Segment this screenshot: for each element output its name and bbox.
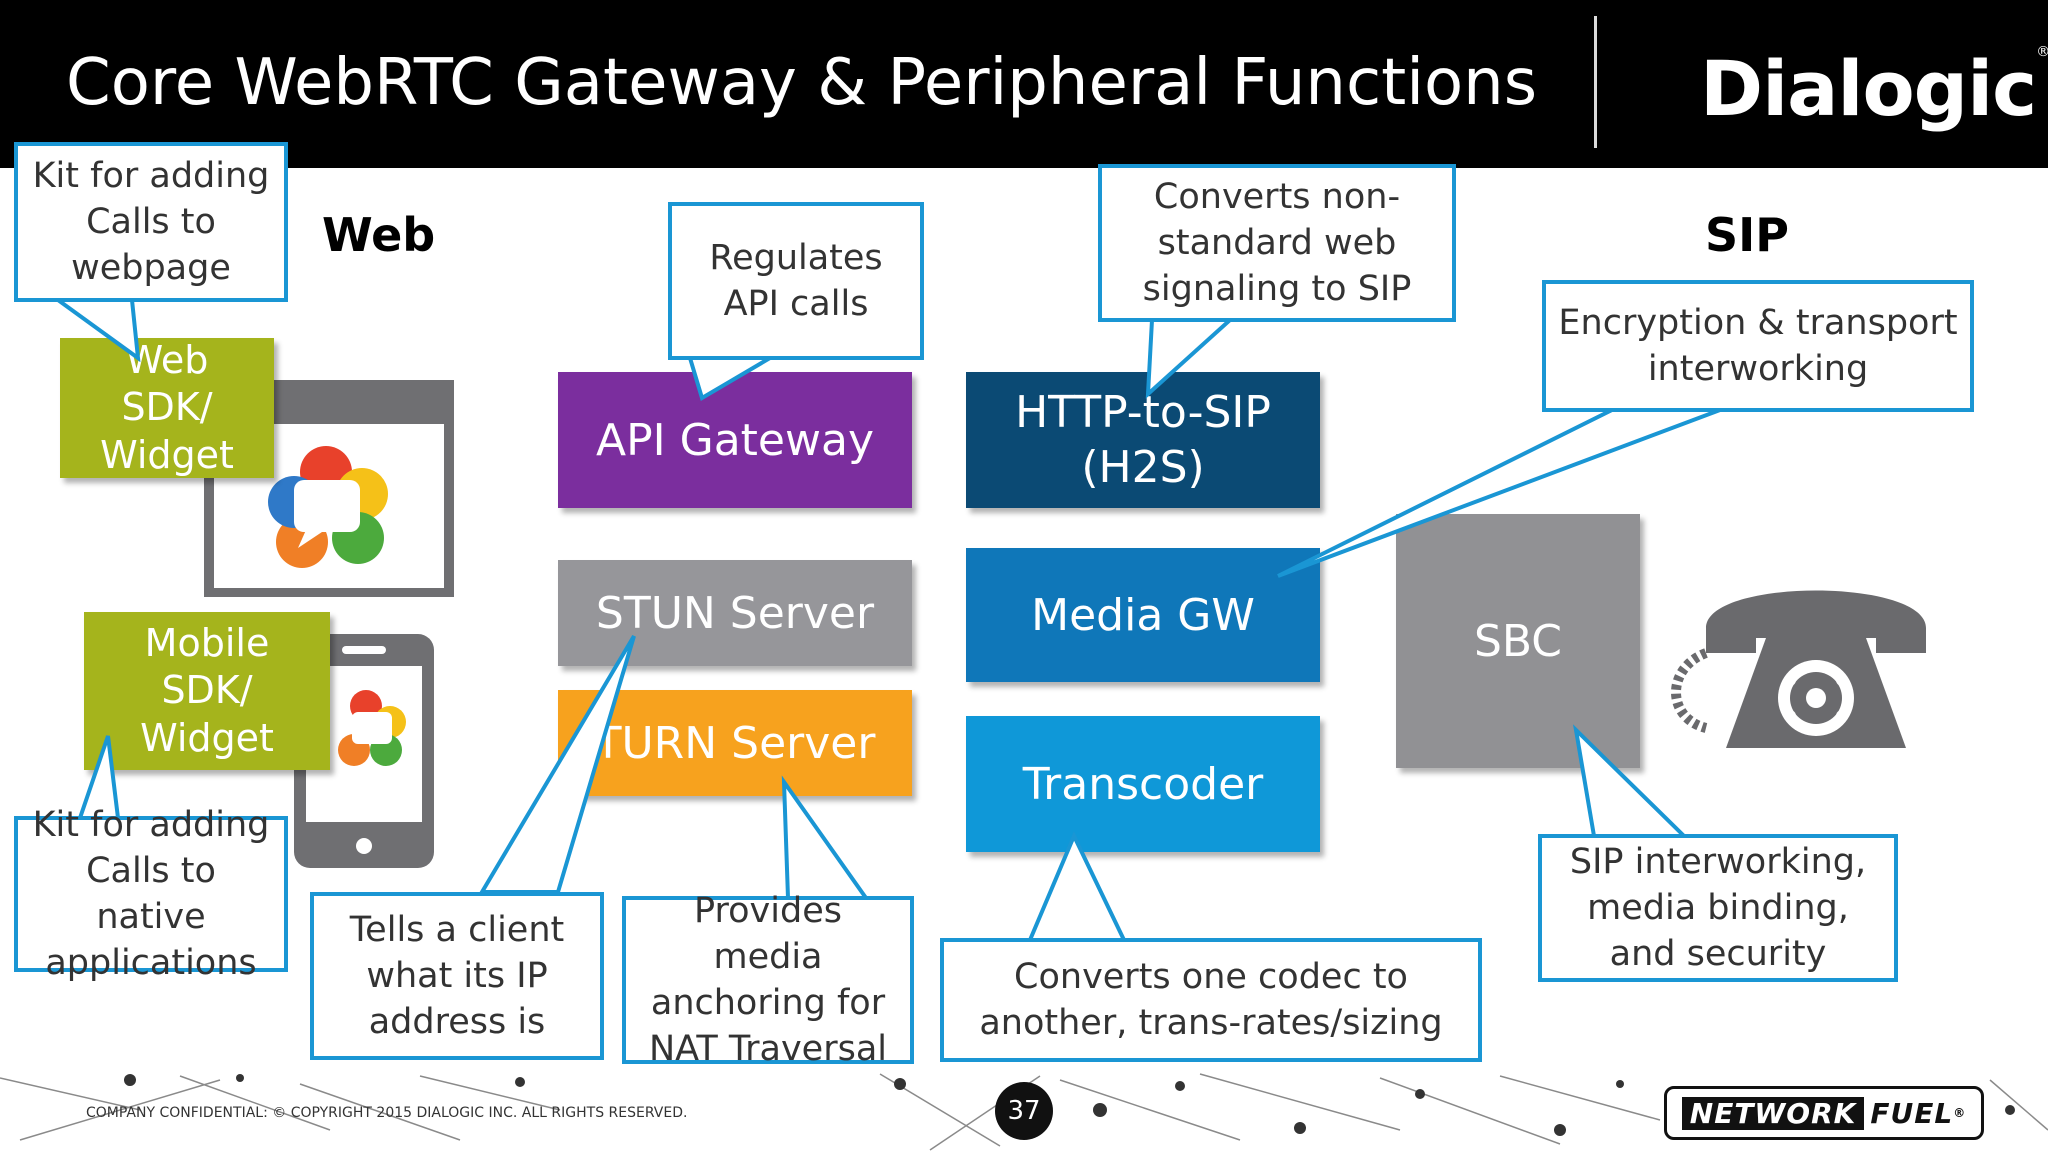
sbc-box: SBC: [1396, 514, 1640, 768]
pointer-stun: [478, 634, 636, 894]
page-number: 37: [995, 1082, 1053, 1140]
http-to-sip-box: HTTP-to-SIP (H2S): [966, 372, 1320, 508]
callout-api-regulate: Regulates API calls: [668, 202, 924, 360]
pointer-api: [687, 356, 778, 402]
callout-stun-tells: Tells a client what its IP address is: [310, 892, 604, 1060]
browser-window-icon: [204, 380, 454, 597]
callout-transcoder-converts: Converts one codec to another, trans-rat…: [940, 938, 1482, 1062]
section-sip: SIP: [1705, 208, 1789, 262]
transcoder-box: Transcoder: [966, 716, 1320, 852]
media-gw-box: Media GW: [966, 548, 1320, 682]
header-divider: [1594, 16, 1597, 148]
stun-server-box: STUN Server: [558, 560, 912, 666]
callout-encryption: Encryption & transport interworking: [1542, 280, 1974, 412]
pointer-sbc: [1572, 724, 1689, 838]
copyright-notice: COMPANY CONFIDENTIAL: © COPYRIGHT 2015 D…: [86, 1105, 688, 1121]
dialogic-logo: Dialogic®: [1700, 44, 2048, 133]
pointer-encryption: [1277, 408, 1721, 578]
slide-title: Core WebRTC Gateway & Peripheral Functio…: [66, 46, 1538, 120]
callout-h2s-convert: Converts non-standard web signaling to S…: [1098, 164, 1456, 322]
callout-turn-provides: Provides media anchoring for NAT Travers…: [622, 891, 914, 1069]
callout-native-kit: Kit for adding Calls to native applicati…: [14, 805, 288, 983]
pointer-transcoder: [1026, 831, 1128, 942]
pointer-turn: [781, 775, 870, 900]
callout-sbc-interworking: SIP interworking, media binding, and sec…: [1538, 834, 1898, 982]
pointer-h2s: [1145, 318, 1236, 399]
turn-server-box: TURN Server: [558, 690, 912, 796]
webrtc-logo-icon: [268, 446, 388, 568]
telephone-icon: [1671, 590, 1926, 748]
header-bar: [0, 0, 2048, 168]
callout-web-kit: Kit for adding Calls to webpage: [14, 142, 288, 302]
network-pattern-decoration: [0, 1073, 2048, 1151]
section-web: Web: [322, 208, 436, 262]
pointer-web-kit: [51, 298, 141, 363]
mobile-sdk-widget-box: Mobile SDK/ Widget: [84, 612, 330, 770]
api-gateway-box: API Gateway: [558, 372, 912, 508]
